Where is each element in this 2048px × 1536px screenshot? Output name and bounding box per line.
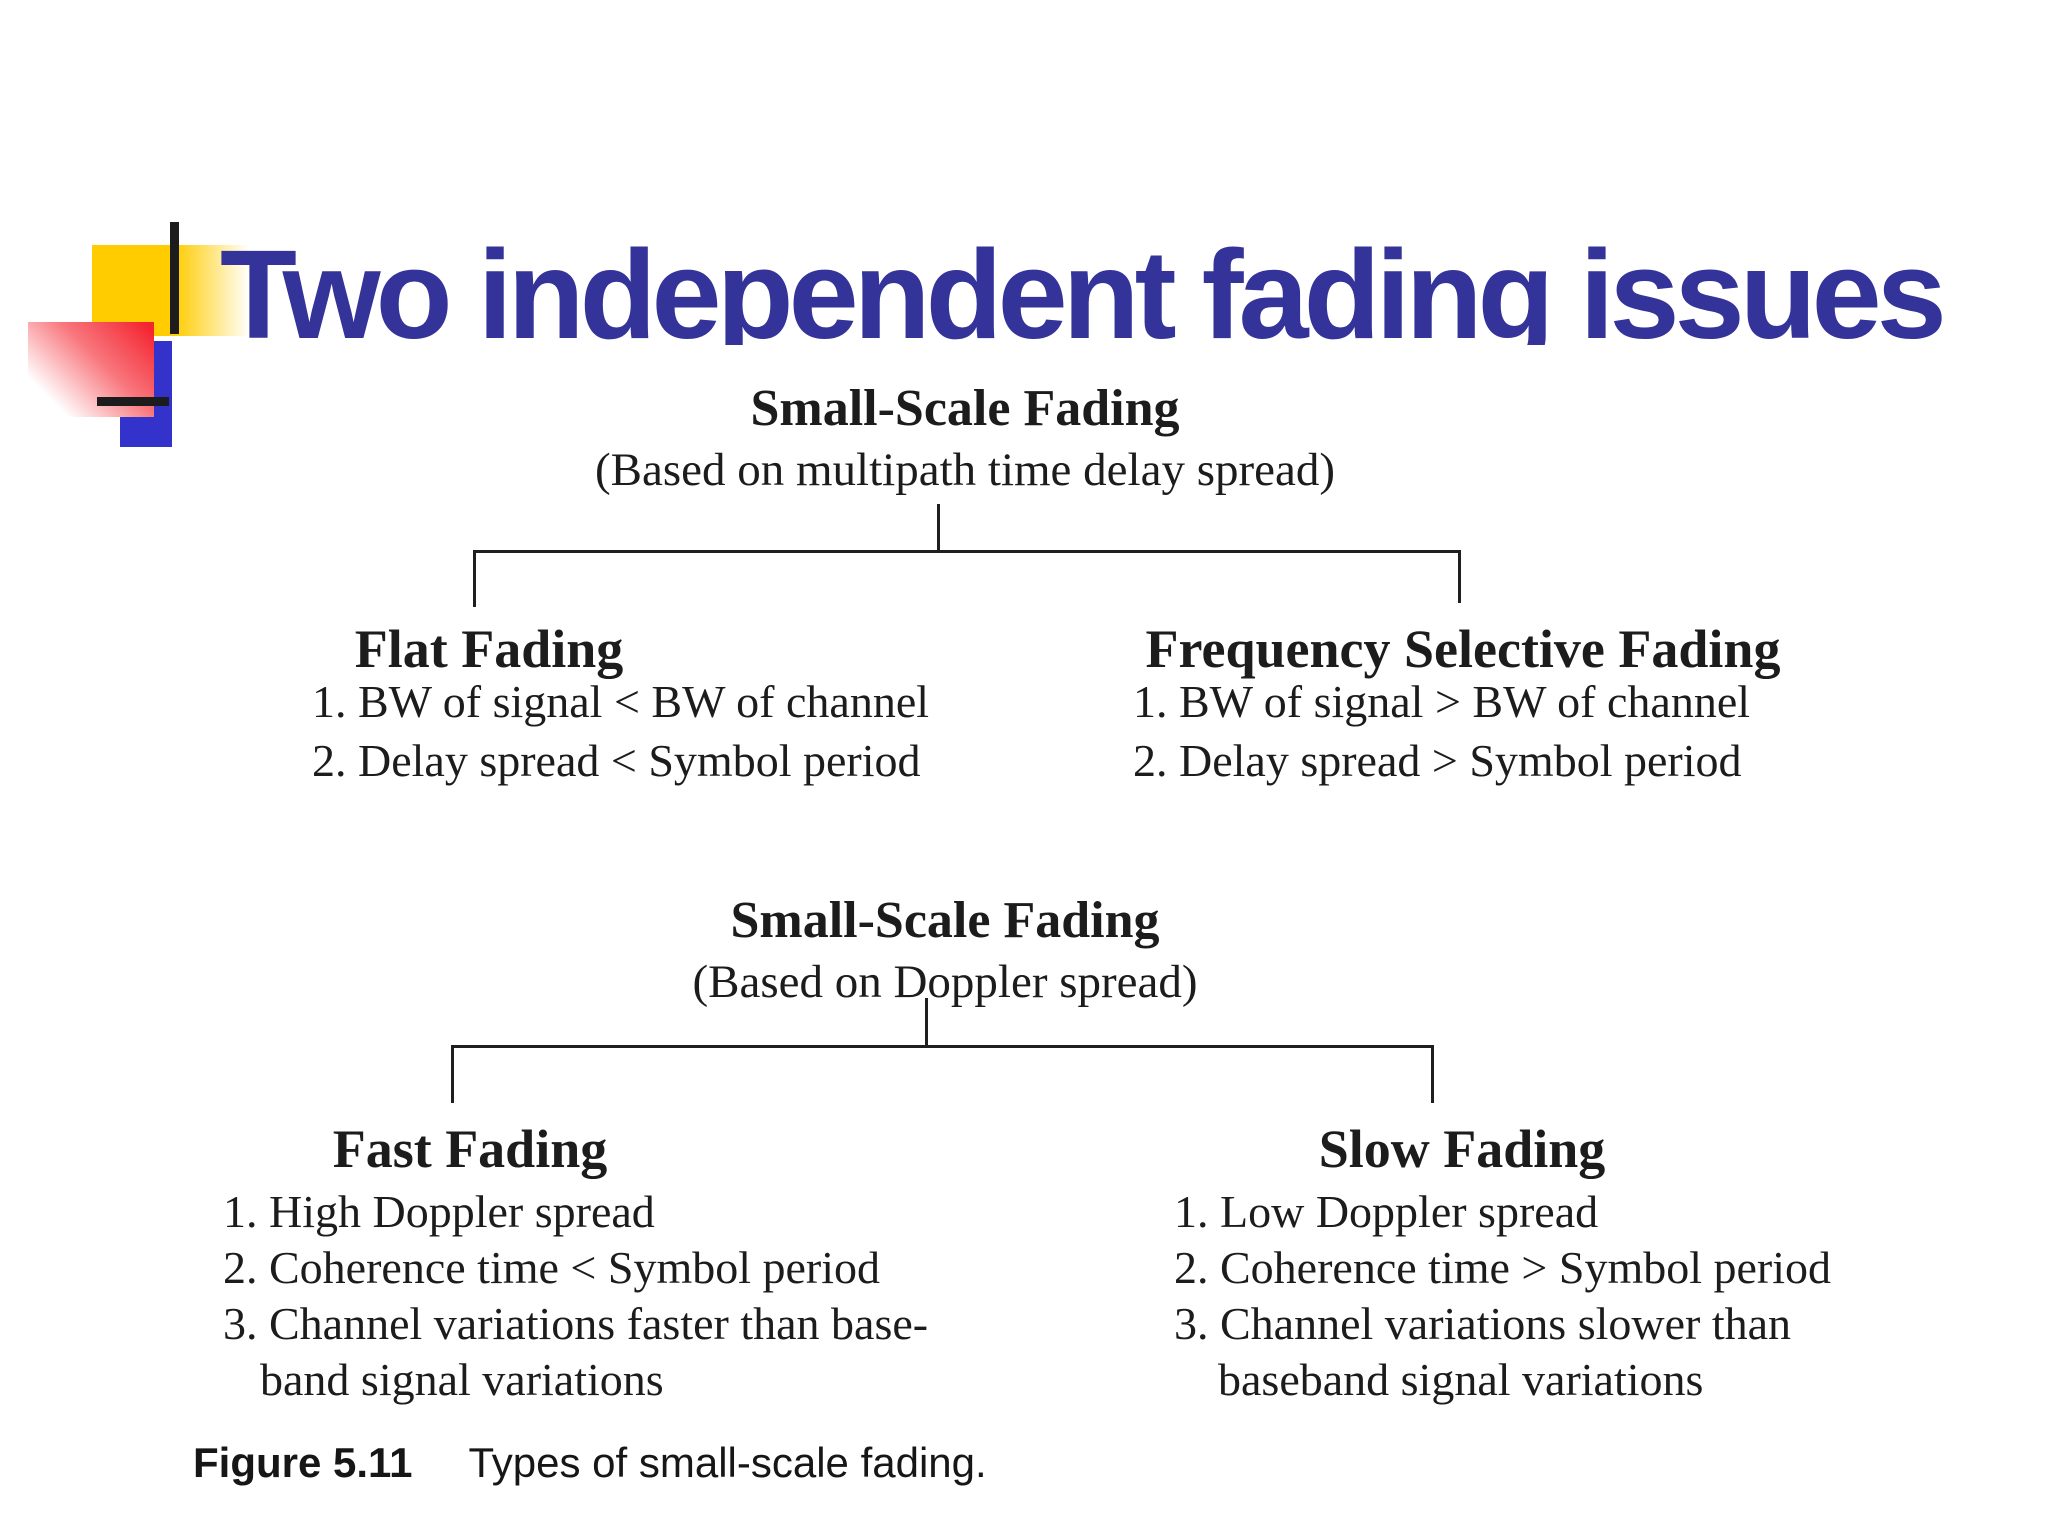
tree2-left-list: 1. High Doppler spread 2. Coherence time… xyxy=(223,1184,928,1408)
tree1-right-heading: Frequency Selective Fading xyxy=(1145,619,1781,679)
slide-title: Two independent fading issues xyxy=(220,232,1947,345)
decor-vertical-line xyxy=(170,222,179,334)
tree2-right-list: 1. Low Doppler spread 2. Coherence time … xyxy=(1174,1184,1831,1408)
tree2-left-drop-line xyxy=(451,1045,454,1103)
tree1-root-title: Small-Scale Fading xyxy=(750,380,1180,437)
list-item: 1. BW of signal < BW of channel xyxy=(312,676,930,727)
tree1-stem-line xyxy=(937,504,940,552)
list-item: 2. Coherence time > Symbol period xyxy=(1174,1242,1832,1293)
figure-caption-text: Types of small-scale fading. xyxy=(468,1439,987,1486)
tree2-right-drop-line xyxy=(1431,1045,1434,1103)
list-item-wrap: band signal variations xyxy=(260,1354,664,1405)
list-item: 2. Coherence time < Symbol period xyxy=(223,1242,881,1293)
tree2-horizontal-line xyxy=(451,1045,1434,1048)
tree1-right-list: 1. BW of signal > BW of channel 2. Delay… xyxy=(1133,672,1750,790)
slide-title-clip: Two independent fading issues xyxy=(220,232,2020,345)
figure-caption: Figure 5.11 Types of small-scale fading. xyxy=(193,1438,987,1488)
list-item: 1. BW of signal > BW of channel xyxy=(1133,676,1751,727)
list-item: 2. Delay spread < Symbol period xyxy=(312,735,921,786)
figure-caption-label: Figure 5.11 xyxy=(193,1439,413,1486)
list-item: 1. High Doppler spread xyxy=(223,1186,655,1237)
decor-horizontal-line xyxy=(97,397,169,406)
tree1-left-heading: Flat Fading xyxy=(354,619,624,679)
tree2-root-title: Small-Scale Fading xyxy=(730,892,1160,949)
tree1-left-drop-line xyxy=(473,550,476,607)
tree2-left-heading: Fast Fading xyxy=(332,1119,608,1179)
list-item: 3. Channel variations slower than xyxy=(1174,1298,1792,1349)
list-item-wrap: baseband signal variations xyxy=(1218,1354,1704,1405)
tree1-root: Small-Scale Fading (Based on multipath t… xyxy=(465,380,1465,497)
tree1-left-list: 1. BW of signal < BW of channel 2. Delay… xyxy=(312,672,929,790)
tree1-root-subtitle: (Based on multipath time delay spread) xyxy=(594,444,1336,496)
tree2-stem-line xyxy=(925,998,928,1047)
list-item: 2. Delay spread > Symbol period xyxy=(1133,735,1742,786)
tree1-horizontal-line xyxy=(473,550,1461,553)
tree2-root: Small-Scale Fading (Based on Doppler spr… xyxy=(445,892,1445,1009)
tree2-right-heading: Slow Fading xyxy=(1318,1119,1606,1179)
tree2-root-subtitle: (Based on Doppler spread) xyxy=(692,956,1198,1008)
list-item: 1. Low Doppler spread xyxy=(1174,1186,1599,1237)
tree1-right-drop-line xyxy=(1458,550,1461,603)
list-item: 3. Channel variations faster than base- xyxy=(223,1298,929,1349)
